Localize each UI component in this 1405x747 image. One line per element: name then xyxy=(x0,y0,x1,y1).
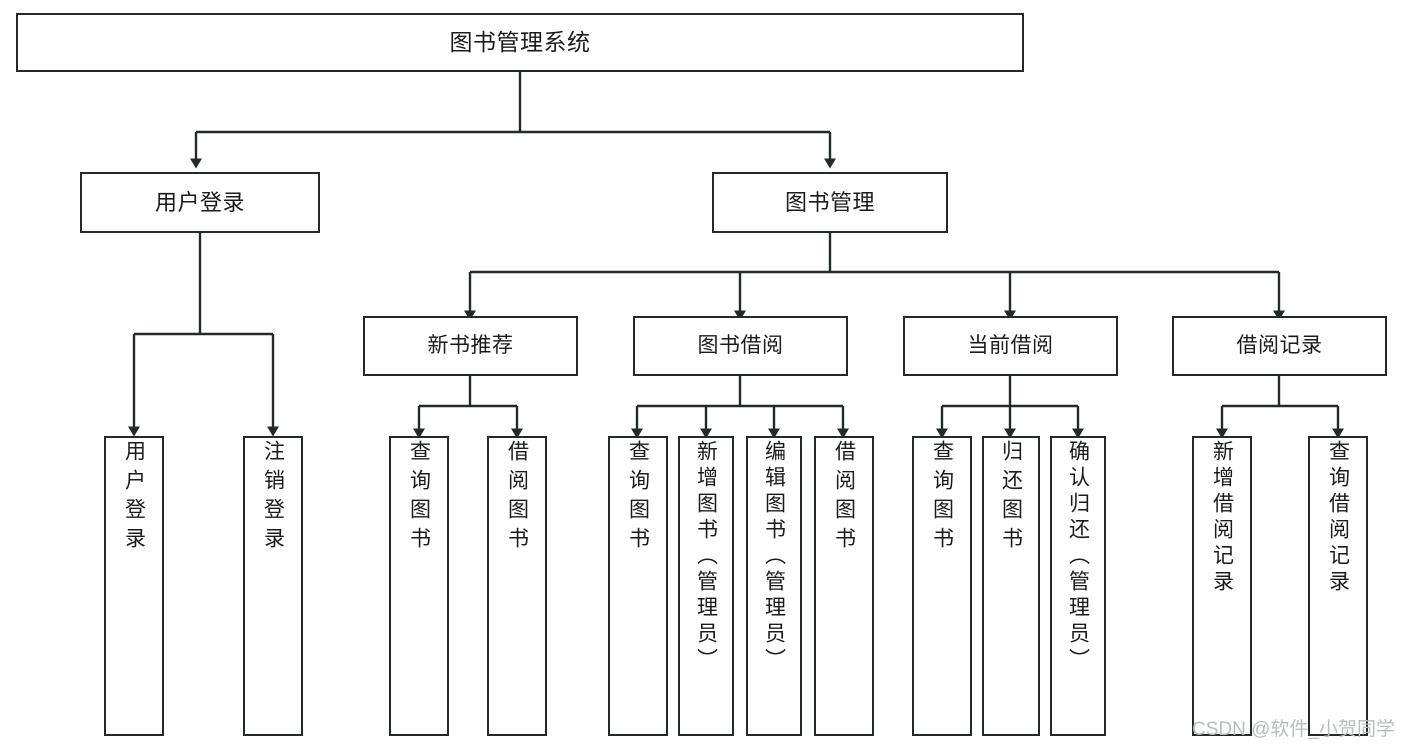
leaf-user-login-label: 用户登录 xyxy=(122,440,146,556)
leaf-query-book-newbook-label: 查询图书 xyxy=(407,440,431,556)
csdn-watermark: CSDN @软件_小贺同学 xyxy=(1192,719,1395,740)
leaf-confirm-return-admin[interactable]: 确认归还（管理员） xyxy=(1050,436,1106,736)
leaf-query-book-borrow-label: 查询图书 xyxy=(626,440,650,556)
leaf-query-borrow-record[interactable]: 查询借阅记录 xyxy=(1308,436,1368,736)
leaf-return-book-label: 归还图书 xyxy=(999,440,1023,556)
leaf-query-book-current-label: 查询图书 xyxy=(930,440,954,556)
leaf-user-login[interactable]: 用户登录 xyxy=(104,436,164,736)
leaf-return-book[interactable]: 归还图书 xyxy=(982,436,1040,736)
node-user-login-label: 用户登录 xyxy=(154,189,245,215)
leaf-borrow-book-newbook[interactable]: 借阅图书 xyxy=(487,436,547,736)
node-borrow-records[interactable]: 借阅记录 xyxy=(1172,316,1387,376)
leaf-add-book-admin-label: 新增图书（管理员） xyxy=(694,440,718,674)
leaf-edit-book-admin[interactable]: 编辑图书（管理员） xyxy=(746,436,802,736)
node-root-label: 图书管理系统 xyxy=(449,29,591,56)
node-borrow-records-label: 借阅记录 xyxy=(1236,333,1323,357)
leaf-borrow-book-newbook-label: 借阅图书 xyxy=(505,440,529,556)
leaf-logout[interactable]: 注销登录 xyxy=(243,436,303,736)
node-book-management-label: 图书管理 xyxy=(784,189,875,215)
leaf-add-book-admin[interactable]: 新增图书（管理员） xyxy=(678,436,734,736)
node-book-borrow-label: 图书借阅 xyxy=(697,333,784,357)
leaf-add-borrow-record-label: 新增借阅记录 xyxy=(1210,440,1234,596)
node-new-book-recommend[interactable]: 新书推荐 xyxy=(363,316,578,376)
leaf-edit-book-admin-label: 编辑图书（管理员） xyxy=(762,440,786,674)
node-user-login[interactable]: 用户登录 xyxy=(80,172,320,233)
leaf-query-borrow-record-label: 查询借阅记录 xyxy=(1326,440,1350,596)
node-current-borrow[interactable]: 当前借阅 xyxy=(903,316,1118,376)
leaf-borrow-book[interactable]: 借阅图书 xyxy=(814,436,874,736)
leaf-confirm-return-admin-label: 确认归还（管理员） xyxy=(1066,440,1090,674)
node-root[interactable]: 图书管理系统 xyxy=(16,13,1024,72)
node-book-management[interactable]: 图书管理 xyxy=(712,172,948,233)
node-book-borrow[interactable]: 图书借阅 xyxy=(633,316,848,376)
node-new-book-recommend-label: 新书推荐 xyxy=(427,333,514,357)
leaf-borrow-book-label: 借阅图书 xyxy=(832,440,856,556)
leaf-add-borrow-record[interactable]: 新增借阅记录 xyxy=(1192,436,1252,736)
node-current-borrow-label: 当前借阅 xyxy=(967,333,1054,357)
leaf-logout-label: 注销登录 xyxy=(261,440,285,556)
leaf-query-book-newbook[interactable]: 查询图书 xyxy=(389,436,449,736)
leaf-query-book-borrow[interactable]: 查询图书 xyxy=(608,436,668,736)
leaf-query-book-current[interactable]: 查询图书 xyxy=(912,436,972,736)
